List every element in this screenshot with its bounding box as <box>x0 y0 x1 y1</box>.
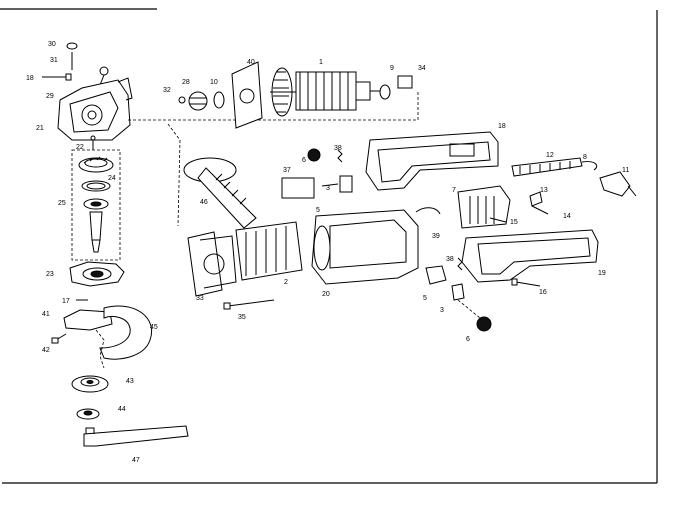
part-label: 41 <box>42 311 50 318</box>
part-label: 3 <box>326 185 330 192</box>
handle-housing-upper <box>365 131 499 191</box>
part-label: 17 <box>62 298 70 305</box>
part-label: 44 <box>118 406 126 413</box>
part-label: 8 <box>583 154 587 161</box>
bearing-bushing <box>397 75 413 89</box>
part-label: 9 <box>390 65 394 72</box>
part-label: 30 <box>48 41 56 48</box>
baffle-plate <box>231 61 263 129</box>
part-label: 43 <box>126 378 134 385</box>
part-labels: 30 31 18 29 21 22 24 25 23 17 41 42 45 4… <box>26 41 629 464</box>
part-label: 20 <box>322 291 330 298</box>
part-label: 24 <box>108 175 116 182</box>
spanner-wrench <box>83 425 189 447</box>
part-label: 5 <box>423 295 427 302</box>
part-label: 40 <box>247 59 255 66</box>
part-label: 18 <box>26 75 34 82</box>
armature <box>295 71 357 111</box>
fan-baffle <box>187 231 223 297</box>
part-label: 37 <box>283 167 291 174</box>
gear-housing-assembly <box>42 42 189 447</box>
cord-protector <box>511 157 583 177</box>
part-label: 13 <box>540 187 548 194</box>
handle-assembly <box>183 131 637 287</box>
part-label: 31 <box>50 57 58 64</box>
assembly-leader-line <box>128 92 419 121</box>
part-label: 29 <box>46 93 54 100</box>
part-label: 11 <box>622 167 629 174</box>
part-label: 42 <box>42 347 50 354</box>
part-label: 47 <box>132 457 140 464</box>
spindle-group-outline <box>71 149 121 261</box>
spiral-gear <box>78 157 114 173</box>
motor-housing <box>311 209 419 285</box>
part-label: 7 <box>452 187 456 194</box>
part-label: 35 <box>238 314 246 321</box>
cap-part <box>66 42 78 50</box>
brush-cap <box>476 316 492 332</box>
part-label: 39 <box>432 233 440 240</box>
part-label: 6 <box>302 157 306 164</box>
part-label: 15 <box>510 219 518 226</box>
part-label: 38 <box>334 145 342 152</box>
part-label: 25 <box>58 200 66 207</box>
part-label: 34 <box>418 65 426 72</box>
side-handle <box>197 167 257 229</box>
switch <box>457 185 511 229</box>
pinion-gear <box>188 91 208 111</box>
part-label: 5 <box>316 207 320 214</box>
part-label: 23 <box>46 271 54 278</box>
part-label: 32 <box>163 87 171 94</box>
part-label: 18 <box>498 123 506 130</box>
part-label: 14 <box>563 213 571 220</box>
part-label: 19 <box>598 270 606 277</box>
nameplate <box>281 177 315 199</box>
clamp-part <box>63 309 113 331</box>
part-label: 22 <box>76 144 84 151</box>
part-label: 12 <box>546 152 554 159</box>
part-label: 21 <box>36 125 44 132</box>
part-label: 38 <box>446 256 454 263</box>
armature-assembly <box>178 61 413 129</box>
part-label: 46 <box>200 199 208 206</box>
part-label: 1 <box>319 59 323 66</box>
part-label: 10 <box>210 79 218 86</box>
part-label: 28 <box>182 79 190 86</box>
part-label: 33 <box>196 295 204 302</box>
spindle <box>89 211 103 241</box>
motor-assembly <box>187 209 492 332</box>
plug <box>599 171 631 197</box>
part-label: 6 <box>466 336 470 343</box>
part-label: 16 <box>539 289 547 296</box>
part-label: 2 <box>284 279 288 286</box>
part-label: 3 <box>440 307 444 314</box>
part-label: 45 <box>150 324 158 331</box>
wheel-guard <box>99 305 152 360</box>
